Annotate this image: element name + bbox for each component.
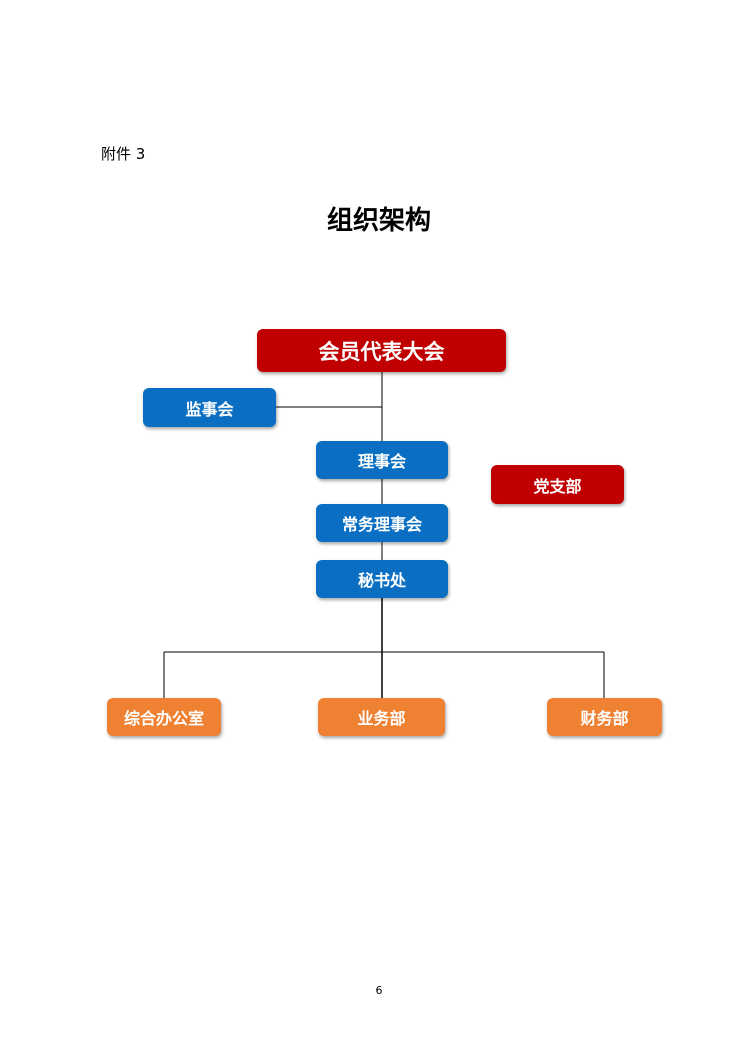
node-party-branch: 党支部 <box>491 465 624 504</box>
node-council: 理事会 <box>316 441 448 479</box>
page-title: 组织架构 <box>326 206 431 236</box>
annex-label: 附件 3 <box>101 145 146 163</box>
node-dept-business: 业务部 <box>318 698 445 736</box>
node-dept-finance: 财务部 <box>547 698 662 736</box>
page-number: 6 <box>375 984 383 997</box>
node-secretariat: 秘书处 <box>316 560 448 598</box>
node-standing-council: 常务理事会 <box>316 504 448 542</box>
node-supervisory-board: 监事会 <box>143 388 276 427</box>
node-dept-general-office: 综合办公室 <box>107 698 221 736</box>
node-general-assembly: 会员代表大会 <box>257 329 506 372</box>
